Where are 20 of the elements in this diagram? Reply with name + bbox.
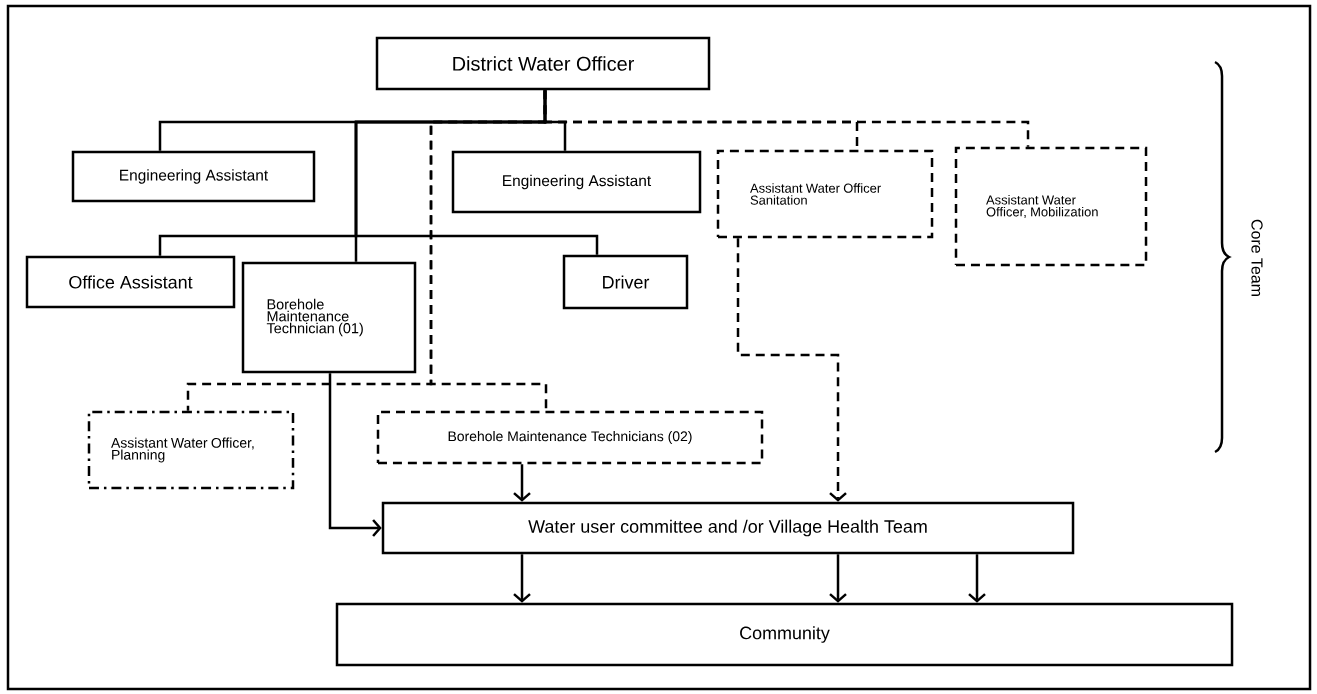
connector xyxy=(429,90,548,411)
connector xyxy=(736,238,847,502)
dashed-box: Borehole Maintenance Technicians (02) xyxy=(376,410,764,465)
dashed-box: Assistant Water Officer, Planning xyxy=(87,410,295,490)
role-box: District Water Officer xyxy=(375,36,711,91)
connector xyxy=(829,554,847,603)
role-box: Borehole Maintenance Technician (01) xyxy=(241,261,417,374)
connector xyxy=(968,554,986,603)
dashed-box: Assistant Water Officer Sanitation xyxy=(716,149,934,239)
connector xyxy=(513,554,531,603)
role-box: Driver xyxy=(562,254,689,310)
role-box: Office Assistant xyxy=(25,255,236,309)
connector xyxy=(328,373,382,537)
dashed-box: Assistant Water Officer, Mobilization xyxy=(954,146,1148,267)
role-box: Engineering Assistant xyxy=(71,150,316,203)
role-box: Water user committee and /or Village Health Team xyxy=(381,501,1075,555)
role-box: Community xyxy=(335,602,1234,667)
connector xyxy=(513,464,531,502)
role-box: Engineering Assistant xyxy=(451,150,702,214)
brace-label: Core Team xyxy=(1251,219,1263,296)
